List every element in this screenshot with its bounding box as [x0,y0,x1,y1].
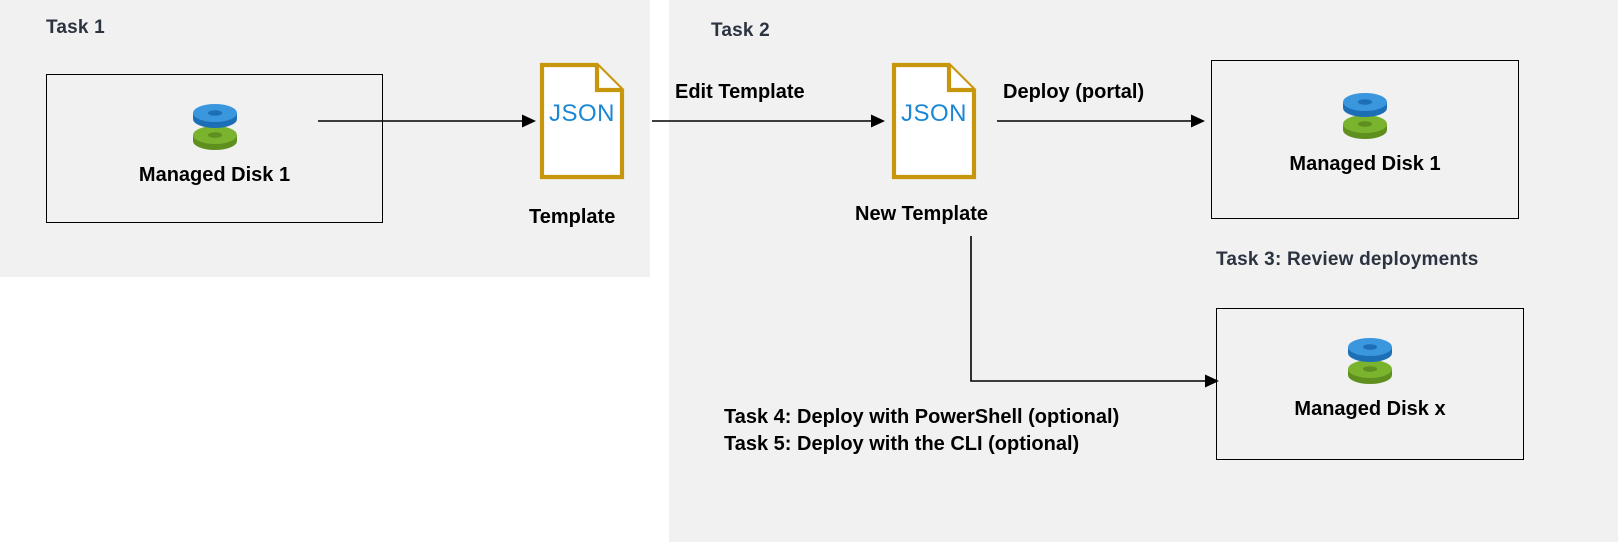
connector-new-template-to-disk1 [997,112,1207,130]
managed-disk-icon [186,97,244,155]
new-template-caption: New Template [855,203,988,225]
connector-disk-to-template [318,112,538,130]
managed-disk-1-source-box: Managed Disk 1 [46,74,383,223]
task1-heading: Task 1 [46,17,105,38]
managed-disk-1-result-label: Managed Disk 1 [1289,153,1441,175]
deploy-portal-label: Deploy (portal) [1003,81,1145,103]
template-json-document: JSON [539,62,625,180]
new-template-json-document: JSON [891,62,977,180]
managed-disk-x-result-label: Managed Disk x [1294,398,1446,420]
task5-annotation: Task 5: Deploy with the CLI (optional) [724,433,1080,455]
task2-heading: Task 2 [711,20,770,41]
task3-annotation: Task 3: Review deployments [1216,249,1479,270]
edit-template-label: Edit Template [675,81,805,103]
template-json-label: JSON [548,100,615,127]
connector-template-to-new-template [652,112,887,130]
new-template-json-label: JSON [900,100,967,127]
task4-annotation: Task 4: Deploy with PowerShell (optional… [724,406,1120,428]
managed-disk-icon [1341,331,1399,389]
task2-panel-background [669,0,1618,542]
managed-disk-x-result-box: Managed Disk x [1216,308,1524,460]
connector-new-template-to-disk-x [963,236,1223,401]
managed-disk-icon [1336,86,1394,144]
template-caption: Template [529,206,616,228]
managed-disk-1-source-label: Managed Disk 1 [138,164,291,186]
managed-disk-1-result-box: Managed Disk 1 [1211,60,1519,219]
